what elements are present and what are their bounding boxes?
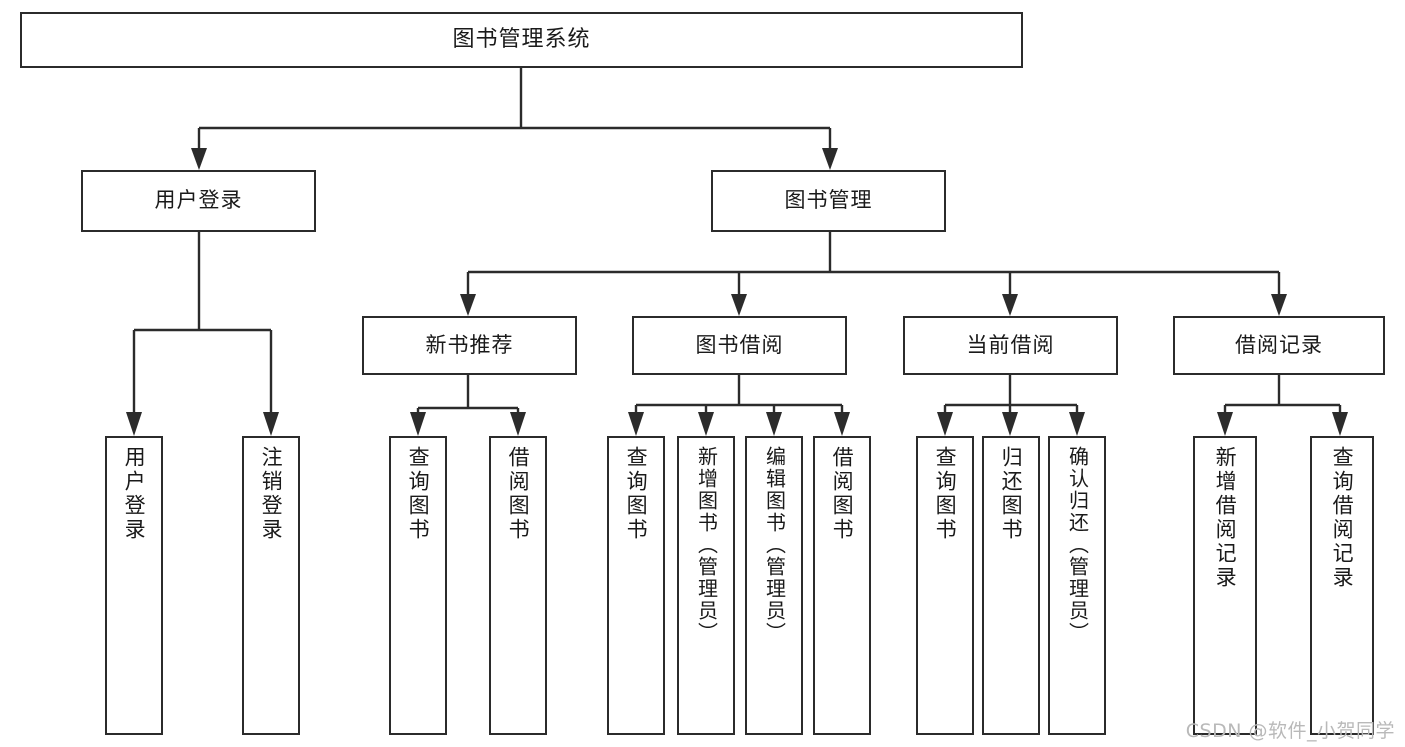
node-leaf-query-record-label: 查询借阅记录 <box>1330 446 1355 590</box>
node-leaf-query-book-1[interactable]: 查询图书 <box>389 436 447 735</box>
node-leaf-user-login[interactable]: 用户登录 <box>105 436 163 735</box>
node-borrow-record-label: 借阅记录 <box>1235 332 1323 357</box>
node-book-manage-label: 图书管理 <box>784 188 873 213</box>
arrowhead-leaf-add-book <box>698 412 714 436</box>
arrowhead-leaf-return-book <box>1002 412 1018 436</box>
node-user-login[interactable]: 用户登录 <box>81 170 316 232</box>
node-leaf-query-book-3[interactable]: 查询图书 <box>916 436 974 735</box>
node-leaf-add-record-label: 新增借阅记录 <box>1213 446 1238 590</box>
node-leaf-logout-login[interactable]: 注销登录 <box>242 436 300 735</box>
node-root-label: 图书管理系统 <box>452 26 591 52</box>
node-leaf-query-book-3-label: 查询图书 <box>933 446 958 542</box>
node-root[interactable]: 图书管理系统 <box>20 12 1023 68</box>
arrowhead-book-borrow <box>731 294 747 316</box>
node-current-borrow[interactable]: 当前借阅 <box>903 316 1118 375</box>
node-leaf-add-book[interactable]: 新增图书（管理员） <box>677 436 735 735</box>
arrowhead-borrow-record <box>1271 294 1287 316</box>
node-leaf-return-book-label: 归还图书 <box>999 446 1024 542</box>
node-new-book-rec[interactable]: 新书推荐 <box>362 316 577 375</box>
node-leaf-confirm-return[interactable]: 确认归还（管理员） <box>1048 436 1106 735</box>
node-current-borrow-label: 当前借阅 <box>966 332 1055 357</box>
node-leaf-user-login-label: 用户登录 <box>122 446 147 542</box>
node-leaf-edit-book[interactable]: 编辑图书（管理员） <box>745 436 803 735</box>
node-user-login-label: 用户登录 <box>154 188 243 213</box>
node-book-borrow[interactable]: 图书借阅 <box>632 316 847 375</box>
node-leaf-borrow-book-1[interactable]: 借阅图书 <box>489 436 547 735</box>
node-leaf-add-record[interactable]: 新增借阅记录 <box>1193 436 1257 735</box>
watermark: CSDN @软件_小贺同学 <box>1185 720 1395 742</box>
arrowhead-leaf-edit-book <box>766 412 782 436</box>
arrowhead-leaf-borrow-book-2 <box>834 412 850 436</box>
node-leaf-query-book-2[interactable]: 查询图书 <box>607 436 665 735</box>
node-book-manage[interactable]: 图书管理 <box>711 170 946 232</box>
arrowhead-userlogin <box>191 148 207 170</box>
node-borrow-record[interactable]: 借阅记录 <box>1173 316 1385 375</box>
arrowhead-leaf-borrow-book-1 <box>510 412 526 436</box>
node-leaf-add-book-label: 新增图书（管理员） <box>694 446 719 644</box>
node-leaf-borrow-book-2-label: 借阅图书 <box>830 446 855 542</box>
node-new-book-rec-label: 新书推荐 <box>425 332 514 357</box>
arrowhead-leaf-add-record <box>1217 412 1233 436</box>
node-leaf-query-book-1-label: 查询图书 <box>406 446 431 542</box>
arrowhead-leaf-query-book-2 <box>628 412 644 436</box>
node-leaf-logout-login-label: 注销登录 <box>259 446 284 542</box>
arrowhead-leaf-logout-login <box>263 412 279 436</box>
node-book-borrow-label: 图书借阅 <box>695 332 784 357</box>
node-leaf-confirm-return-label: 确认归还（管理员） <box>1065 446 1090 644</box>
arrowhead-current-borrow <box>1002 294 1018 316</box>
node-leaf-return-book[interactable]: 归还图书 <box>982 436 1040 735</box>
arrowhead-leaf-user-login <box>126 412 142 436</box>
arrowhead-leaf-confirm-return <box>1069 412 1085 436</box>
node-leaf-borrow-book-2[interactable]: 借阅图书 <box>813 436 871 735</box>
arrowhead-bookmanage <box>822 148 838 170</box>
arrowhead-leaf-query-book-1 <box>410 412 426 436</box>
arrowhead-leaf-query-record <box>1332 412 1348 436</box>
arrowhead-leaf-query-book-3 <box>937 412 953 436</box>
arrowhead-new-book-rec <box>460 294 476 316</box>
node-leaf-query-book-2-label: 查询图书 <box>624 446 649 542</box>
node-leaf-edit-book-label: 编辑图书（管理员） <box>762 446 787 644</box>
node-leaf-borrow-book-1-label: 借阅图书 <box>506 446 531 542</box>
node-leaf-query-record[interactable]: 查询借阅记录 <box>1310 436 1374 735</box>
